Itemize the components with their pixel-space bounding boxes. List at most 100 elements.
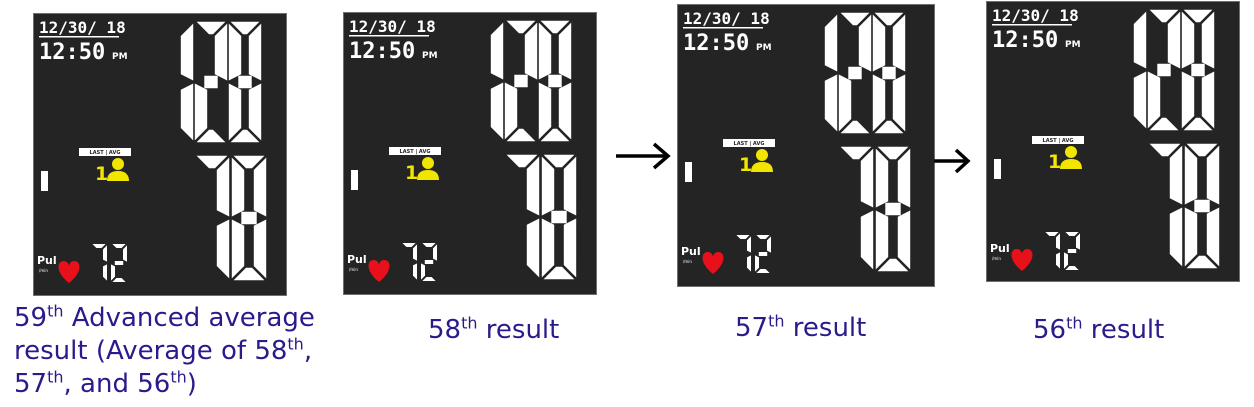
lcd-segment [1133,71,1147,129]
lcd-segment [514,74,528,88]
lcd-segment [1184,207,1198,267]
caption-text: , [303,336,313,366]
lcd-segment [1045,232,1059,236]
user-icon [107,158,129,181]
lcd-segment [897,210,911,270]
lcd-segment [196,155,228,169]
lcd-segment [248,23,262,81]
lcd-segment [543,154,575,168]
lcd-segment [875,148,889,208]
lcd-digit [541,154,577,280]
lcd-segment [541,218,555,278]
pulse-readout [736,235,771,273]
lcd-segment [413,263,417,280]
lcd-segment [860,148,874,208]
lcd-digit [875,146,911,272]
lcd-segment [1149,117,1179,131]
lcd-segment [1067,249,1077,253]
lcd-digit [1064,232,1080,270]
lcd-segment [230,129,260,143]
ordinal-suffix: th [461,313,478,333]
lcd-segment [755,255,759,272]
lcd-segment [558,22,572,80]
lcd-segment [238,75,252,89]
lcd-digit [1045,232,1060,269]
lcd-segment [558,82,572,140]
lcd-segment [253,219,267,279]
last-avg-label: LAST | AVG [1043,138,1074,144]
lcd-segment [538,22,552,80]
caption-text: ) [186,369,197,399]
lcd-segment [424,260,434,264]
ordinal-suffix: th [768,311,785,331]
lcd-segment [892,74,906,132]
lcd-segment [111,264,115,281]
lcd-segment [421,263,425,280]
lcd-segment [1133,11,1147,69]
pulse-readout [92,244,127,282]
lcd-segment [194,83,208,141]
lcd-segment [756,235,770,239]
lcd-segment [877,146,909,160]
ordinal-suffix: th [287,334,304,354]
lcd-digit [504,20,538,142]
ordinal-number: 57 [735,313,769,343]
lcd-segment [824,74,838,132]
lcd-digit [490,22,504,140]
caption-text: result (Average of 58 [14,336,288,366]
lcd-segment [840,12,870,26]
pulse-label: Pul [37,254,57,267]
lcd-segment [422,243,436,247]
lcd-segment [551,210,567,224]
heart-icon [1011,249,1033,271]
lcd-segment [540,20,570,34]
date-readout: 12/30/ 18 [39,18,126,37]
caption-text: Advanced average [63,303,315,333]
pulse-unit: /min [39,268,48,273]
lcd-segment [123,245,127,262]
lcd-segment [540,128,570,142]
lcd-digit [840,146,874,270]
last-avg-label: LAST | AVG [400,149,431,155]
lcd-digit [1147,9,1181,131]
caption-line-1: 59th Advanced average [14,302,315,335]
user-icon [751,149,773,172]
lcd-digit [755,235,771,273]
lcd-segment [1065,232,1079,236]
lcd-segment [196,21,226,35]
user-number: 1 [1048,151,1061,173]
lcd-segment [216,157,230,217]
lcd-segment [872,14,886,72]
ampm-indicator: PM [422,51,438,61]
lcd-segment [506,154,538,168]
lcd-segment [524,22,538,80]
lcd-segment [563,156,577,216]
lcd-segment [422,277,436,281]
lcd-segment [248,83,262,141]
lcd-segment [541,156,555,216]
lcd-segment [103,264,107,281]
systolic-readout [490,20,572,142]
pulse-readout [1045,232,1080,270]
caption-text: result [784,313,867,343]
ordinal-suffix: th [1066,313,1083,333]
caption-text: result [477,315,560,345]
lcd-segment [1064,252,1068,269]
lcd-segment [103,245,107,262]
ordinal-number: 57 [14,369,48,399]
lcd-segment [1065,266,1079,270]
lcd-segment [747,236,751,253]
lcd-segment [563,218,577,278]
lcd-digit [111,244,127,282]
date-underline [39,36,119,38]
ampm-indicator: PM [756,43,772,53]
ordinal-number: 58 [428,315,462,345]
arrow-right-icon [616,142,671,170]
lcd-segment [180,83,194,141]
heart-icon [368,260,390,282]
date-underline [349,35,429,37]
lcd-digit [228,21,262,143]
lcd-segment [114,261,124,265]
